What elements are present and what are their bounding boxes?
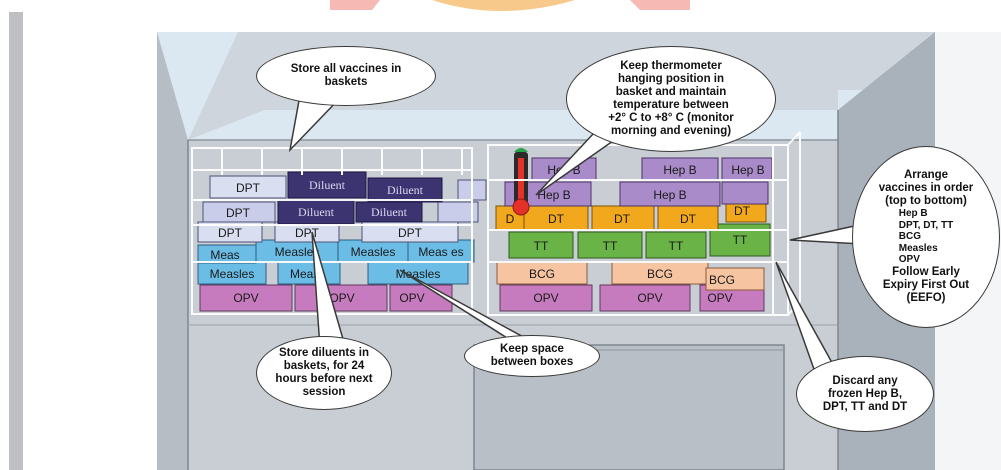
box-label-opv: OPV <box>637 291 662 305</box>
dpt-row-2: DPT <box>202 179 487 223</box>
box-label-hepb: Hep B <box>537 188 570 202</box>
dpt-row-1: DPT <box>209 175 287 199</box>
box-label-dpt: DPT <box>398 226 423 240</box>
box-label-opv: OPV <box>233 291 258 305</box>
callout-store-baskets-text: Store all vaccines in baskets <box>290 63 402 88</box>
box-label-bcg: BCG <box>709 273 735 287</box>
box-label-diluent: Diluent <box>387 183 424 197</box>
callout-tails <box>288 94 883 373</box>
box-label-dt: DT <box>614 212 631 226</box>
box-label-measles-partial: Meas es <box>418 245 463 259</box>
box-label-opv: OPV <box>707 291 732 305</box>
callout-store-baskets: Store all vaccines in baskets <box>256 46 436 106</box>
top-banner <box>330 0 690 11</box>
box-label-tt: TT <box>534 239 549 253</box>
left-sidebar-bar <box>9 12 23 470</box>
box-label-measles: Measles <box>351 245 396 259</box>
box-label-dpt: DPT <box>236 181 261 195</box>
thermometer <box>512 148 530 216</box>
box-label-opv: OPV <box>399 291 424 305</box>
box-label-measles: Measles <box>275 245 320 259</box>
callout-space: Keep space between boxes <box>464 335 600 377</box>
box-label-dt-partial: D <box>506 212 515 226</box>
box-label-hepb: Hep B <box>653 188 686 202</box>
box-label-diluent: Diluent <box>371 205 408 219</box>
callout-arrange-title: Arrange vaccines in order (top to bottom… <box>878 169 974 208</box>
box-label-tt: TT <box>669 239 684 253</box>
box-label-measles: Measles <box>396 267 441 281</box>
callout-discard: Discard any frozen Hep B, DPT, TT and DT <box>796 356 934 432</box>
box-label-dpt: DPT <box>218 226 243 240</box>
box-label-dt: DT <box>680 212 697 226</box>
callout-diluents-text: Store diluents in baskets, for 24 hours … <box>275 347 373 398</box>
box-label-diluent: Diluent <box>309 178 346 192</box>
dpt-row-3: DPT DPT DPT <box>197 221 459 243</box>
box-label-opv: OPV <box>533 291 558 305</box>
callout-arrange-list: Hep B DPT, DT, TT BCG Measles OPV <box>898 208 954 266</box>
callout-eefo: Follow Early Expiry First Out (EEFO) <box>882 265 970 304</box>
box-label-hepb: Hep B <box>731 163 764 177</box>
callout-discard-text: Discard any frozen Hep B, DPT, TT and DT <box>822 374 908 413</box>
box-label-measles-partial: Meas <box>210 248 239 262</box>
callout-thermometer: Keep thermometer hanging position in bas… <box>566 46 776 152</box>
box-label-hepb: Hep B <box>663 163 696 177</box>
box-label-dpt: DPT <box>226 206 251 220</box>
box-label-dt: DT <box>734 204 751 218</box>
box-label-bcg: BCG <box>529 267 555 281</box>
left-basket: OPV OPV OPV Measles Measl Measles Meas M… <box>191 147 487 315</box>
measles-row-top: Meas Measles Measles Meas es <box>197 239 475 264</box>
callout-space-text: Keep space between boxes <box>490 343 574 368</box>
bcg-row: BCG BCG BCG <box>496 261 765 291</box>
box-label-bcg: BCG <box>647 267 673 281</box>
box-label-diluent: Diluent <box>298 205 335 219</box>
diluent-boxes: Diluent Diluent Diluent Diluent <box>277 171 443 225</box>
measles-row-bottom: Measles Measl Measles <box>197 261 469 285</box>
opv-row-left: OPV OPV OPV <box>199 284 453 312</box>
box-label-measles: Measles <box>210 267 255 281</box>
box-label-tt: TT <box>603 239 618 253</box>
box-label-dpt: DPT <box>295 226 320 240</box>
box-label-dt: DT <box>548 212 565 226</box>
callout-thermometer-text: Keep thermometer hanging position in bas… <box>608 60 734 137</box>
box-label-tt: TT <box>733 233 748 247</box>
right-basket: OPV OPV OPV BCG BCG BCG TT TT TT TT <box>487 131 801 316</box>
box-label-opv: OPV <box>329 291 354 305</box>
callout-diluents: Store diluents in baskets, for 24 hours … <box>256 336 392 410</box>
callout-arrange-order: Arrange vaccines in order (top to bottom… <box>852 146 1000 328</box>
